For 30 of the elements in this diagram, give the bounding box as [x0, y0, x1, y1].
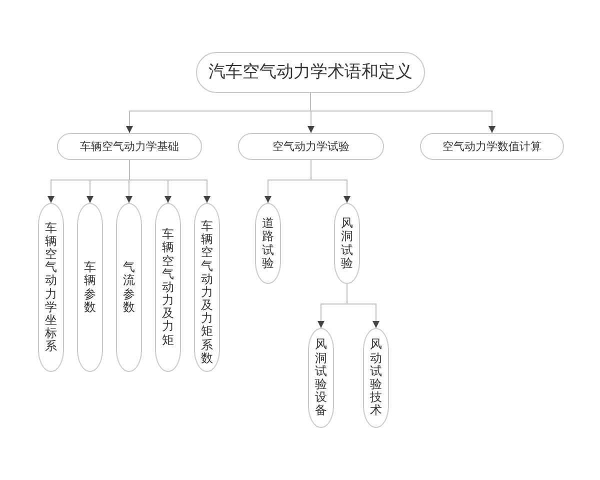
pill-node [255, 203, 281, 284]
node-label: 车辆参数 [84, 261, 96, 314]
pill-node [155, 203, 181, 372]
pill-node [334, 203, 360, 284]
connector-arrow [310, 160, 350, 204]
pill-node [363, 328, 389, 428]
pill-node [194, 203, 220, 372]
node-label: 风洞试验 [341, 217, 353, 270]
node-label: 汽车空气动力学术语和定义 [208, 62, 412, 83]
node-label: 空气动力学试验 [272, 140, 350, 154]
node-label: 空气动力学数值计算 [442, 140, 542, 154]
connector-arrow [310, 92, 496, 134]
connector-arrow [346, 284, 380, 328]
node-label: 车辆空气动力学坐标系 [45, 222, 57, 354]
node-label: 车辆空气动力及力矩系数 [201, 220, 213, 366]
pill-node [116, 203, 142, 372]
pill-node [308, 328, 334, 428]
node-label: 车辆空气动力及力矩 [162, 228, 174, 347]
pill-node [57, 133, 202, 160]
node-label: 风动试验技术 [370, 338, 382, 418]
connector-arrow [129, 160, 210, 204]
pill-node [238, 133, 384, 160]
pill-node [420, 133, 564, 160]
pill-node [196, 52, 425, 93]
node-label: 车辆空气动力学基础 [80, 140, 179, 154]
node-label: 气流参数 [123, 261, 135, 314]
pill-node [77, 203, 103, 372]
pill-node [38, 203, 64, 372]
node-label: 道路试验 [262, 217, 274, 270]
node-label: 风洞试验设备 [315, 338, 327, 418]
